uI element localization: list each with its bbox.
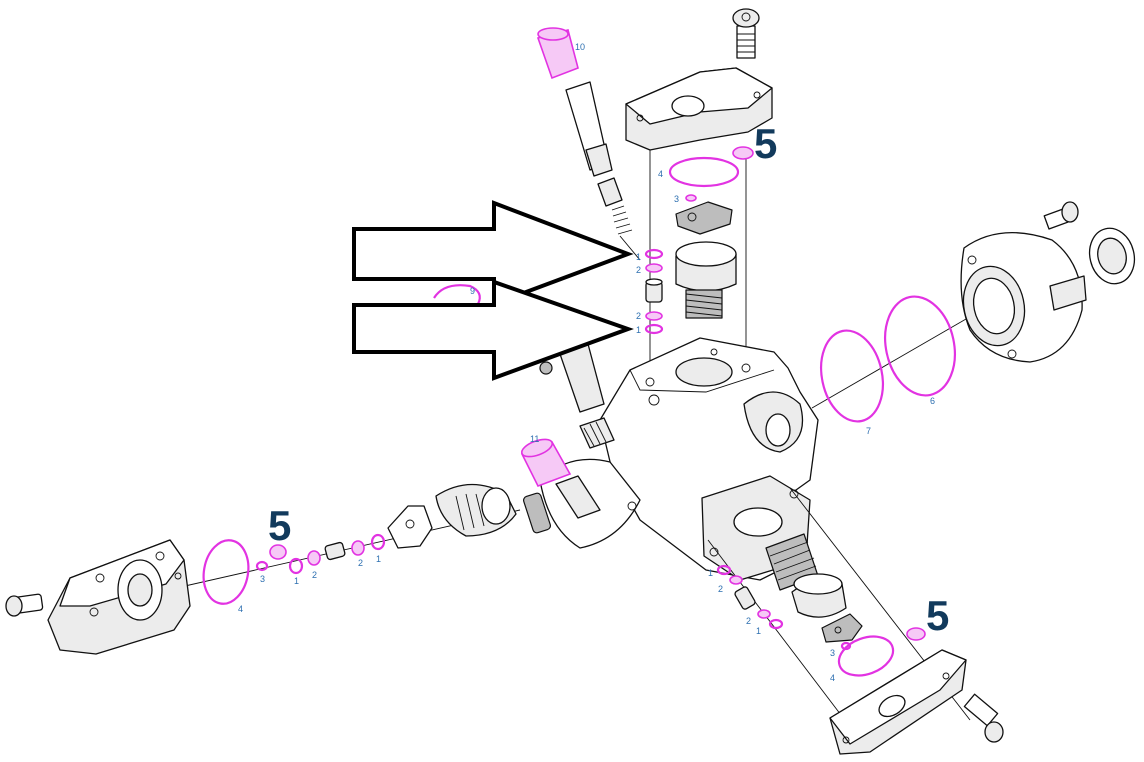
- left-seal-5: [269, 544, 287, 560]
- bottom-tappet: [821, 613, 863, 643]
- label-bot-1b: 1: [756, 626, 761, 636]
- callout-5-bottom: 5: [926, 592, 949, 639]
- label-top-3: 3: [674, 194, 679, 204]
- part-11-cap: [520, 438, 572, 488]
- label-bot-2a: 2: [718, 584, 723, 594]
- label-top-4: 4: [658, 169, 663, 179]
- right-shaft-seal: [1088, 227, 1136, 285]
- label-top-2a: 2: [636, 265, 641, 275]
- pump-body: [523, 337, 819, 581]
- top-bolt: [732, 8, 760, 59]
- arrow-right-icon: [352, 200, 634, 307]
- bottom-assembly: [707, 487, 1004, 755]
- callout-5-left: 5: [268, 502, 291, 549]
- part-labels: 10 4 3 1 2 2 1 9 11 7 6 4 3 1 2 2 1 1 2 …: [238, 42, 935, 683]
- label-bot-2b: 2: [746, 616, 751, 626]
- label-bot-1a: 1: [708, 568, 713, 578]
- label-left-3: 3: [260, 574, 265, 584]
- bottom-o-ring-4: [837, 635, 895, 677]
- label-bot-3: 3: [830, 648, 835, 658]
- right-o-ring-7: [820, 329, 884, 423]
- top-valve-pin: [645, 278, 663, 303]
- label-left-2a: 2: [312, 570, 317, 580]
- bottom-bolt: [963, 693, 1004, 743]
- label-11: 11: [530, 434, 539, 444]
- label-left-2b: 2: [358, 558, 363, 568]
- left-assembly: [5, 483, 521, 655]
- left-o-ring-4: [202, 539, 250, 605]
- right-assembly: [811, 201, 1136, 423]
- right-bolt: [1043, 201, 1079, 230]
- label-10: 10: [575, 42, 585, 52]
- top-assembly: [536, 8, 773, 400]
- bottom-plunger: [765, 533, 847, 618]
- top-o-ring-4: [668, 156, 740, 188]
- label-left-1b: 1: [376, 554, 381, 564]
- top-seal-5: [732, 146, 754, 160]
- label-top-2b: 2: [636, 311, 641, 321]
- bottom-seal-5: [906, 627, 926, 641]
- label-7: 7: [866, 426, 871, 436]
- right-o-ring-6: [884, 295, 956, 397]
- label-6: 6: [930, 396, 935, 406]
- top-cover: [625, 67, 773, 151]
- callout-5-top: 5: [754, 120, 777, 167]
- top-tappet: [675, 201, 733, 235]
- left-bolt: [5, 593, 44, 617]
- part-9-ring: [433, 284, 481, 305]
- part-10-assembly: [536, 27, 641, 261]
- label-9: 9: [470, 286, 475, 296]
- top-seal-3: [685, 194, 697, 202]
- top-plunger: [675, 241, 737, 319]
- label-left-1a: 1: [294, 576, 299, 586]
- label-top-1b: 1: [636, 325, 641, 335]
- label-left-4: 4: [238, 604, 243, 614]
- arrow-right-icon: [352, 279, 634, 381]
- label-top-1a: 1: [636, 252, 641, 262]
- callouts: 5 5 5: [268, 120, 949, 639]
- label-bot-4: 4: [830, 673, 835, 683]
